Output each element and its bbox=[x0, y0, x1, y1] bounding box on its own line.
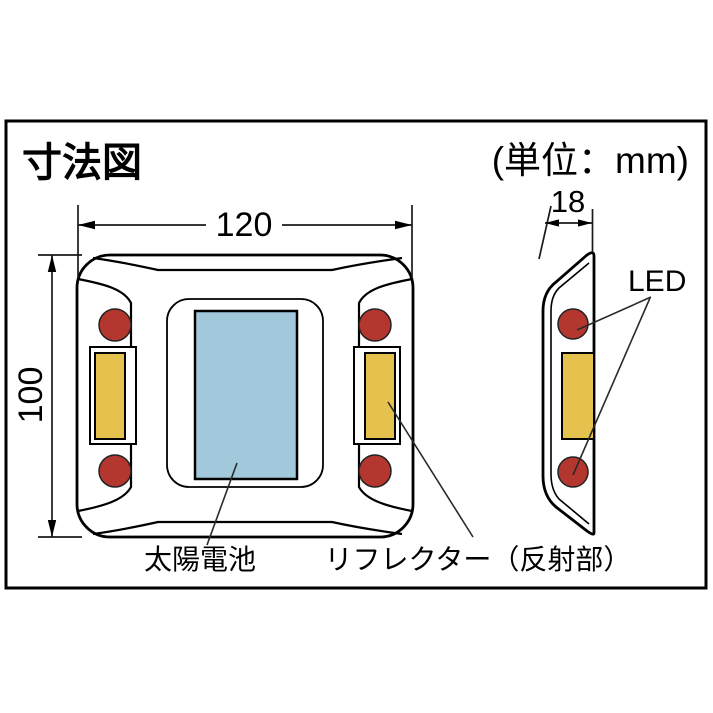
dimension-front-height: 100 bbox=[12, 254, 82, 538]
front-led-bottom-left bbox=[98, 454, 132, 488]
arrowhead-up-icon bbox=[47, 255, 57, 272]
side-thickness-value: 18 bbox=[551, 184, 585, 219]
solar-cell-leader-line bbox=[206, 462, 238, 546]
led-leader-line-top bbox=[576, 296, 652, 331]
page-title: 寸法図 bbox=[22, 141, 142, 185]
side-reflector bbox=[561, 352, 595, 440]
front-led-top-left bbox=[98, 308, 132, 342]
front-led-top-right bbox=[358, 308, 392, 342]
right-reflector bbox=[364, 352, 396, 440]
front-top-face-line bbox=[92, 256, 403, 272]
arrowhead-right-icon bbox=[578, 219, 592, 227]
led-label: LED bbox=[628, 265, 686, 298]
reflector-leader-line bbox=[387, 401, 474, 538]
arrowhead-left-icon bbox=[78, 220, 95, 230]
dimension-front-width: 120 bbox=[77, 205, 413, 278]
left-reflector bbox=[94, 352, 126, 440]
side-led-top bbox=[557, 308, 589, 340]
side-inner-rim-line bbox=[550, 262, 590, 525]
dimension-side-thickness: 18 bbox=[538, 184, 594, 260]
extension-line bbox=[538, 205, 552, 260]
arrowhead-down-icon bbox=[47, 520, 57, 537]
arrowhead-right-icon bbox=[395, 220, 412, 230]
solar-cell-label: 太陽電池 bbox=[144, 544, 256, 575]
unit-label: (単位：mm) bbox=[492, 140, 689, 181]
front-led-bottom-right bbox=[358, 454, 392, 488]
side-led-bottom bbox=[557, 456, 589, 488]
led-leader-line-bottom bbox=[572, 297, 651, 476]
front-height-value: 100 bbox=[12, 367, 50, 424]
side-view bbox=[541, 251, 596, 536]
front-bottom-face-line bbox=[92, 520, 403, 536]
front-width-value: 120 bbox=[216, 206, 273, 244]
reflector-label: リフレクター（反射部） bbox=[325, 544, 632, 575]
arrowhead-left-icon bbox=[545, 219, 559, 227]
solar-cell-panel bbox=[193, 309, 299, 481]
front-view bbox=[75, 253, 415, 539]
